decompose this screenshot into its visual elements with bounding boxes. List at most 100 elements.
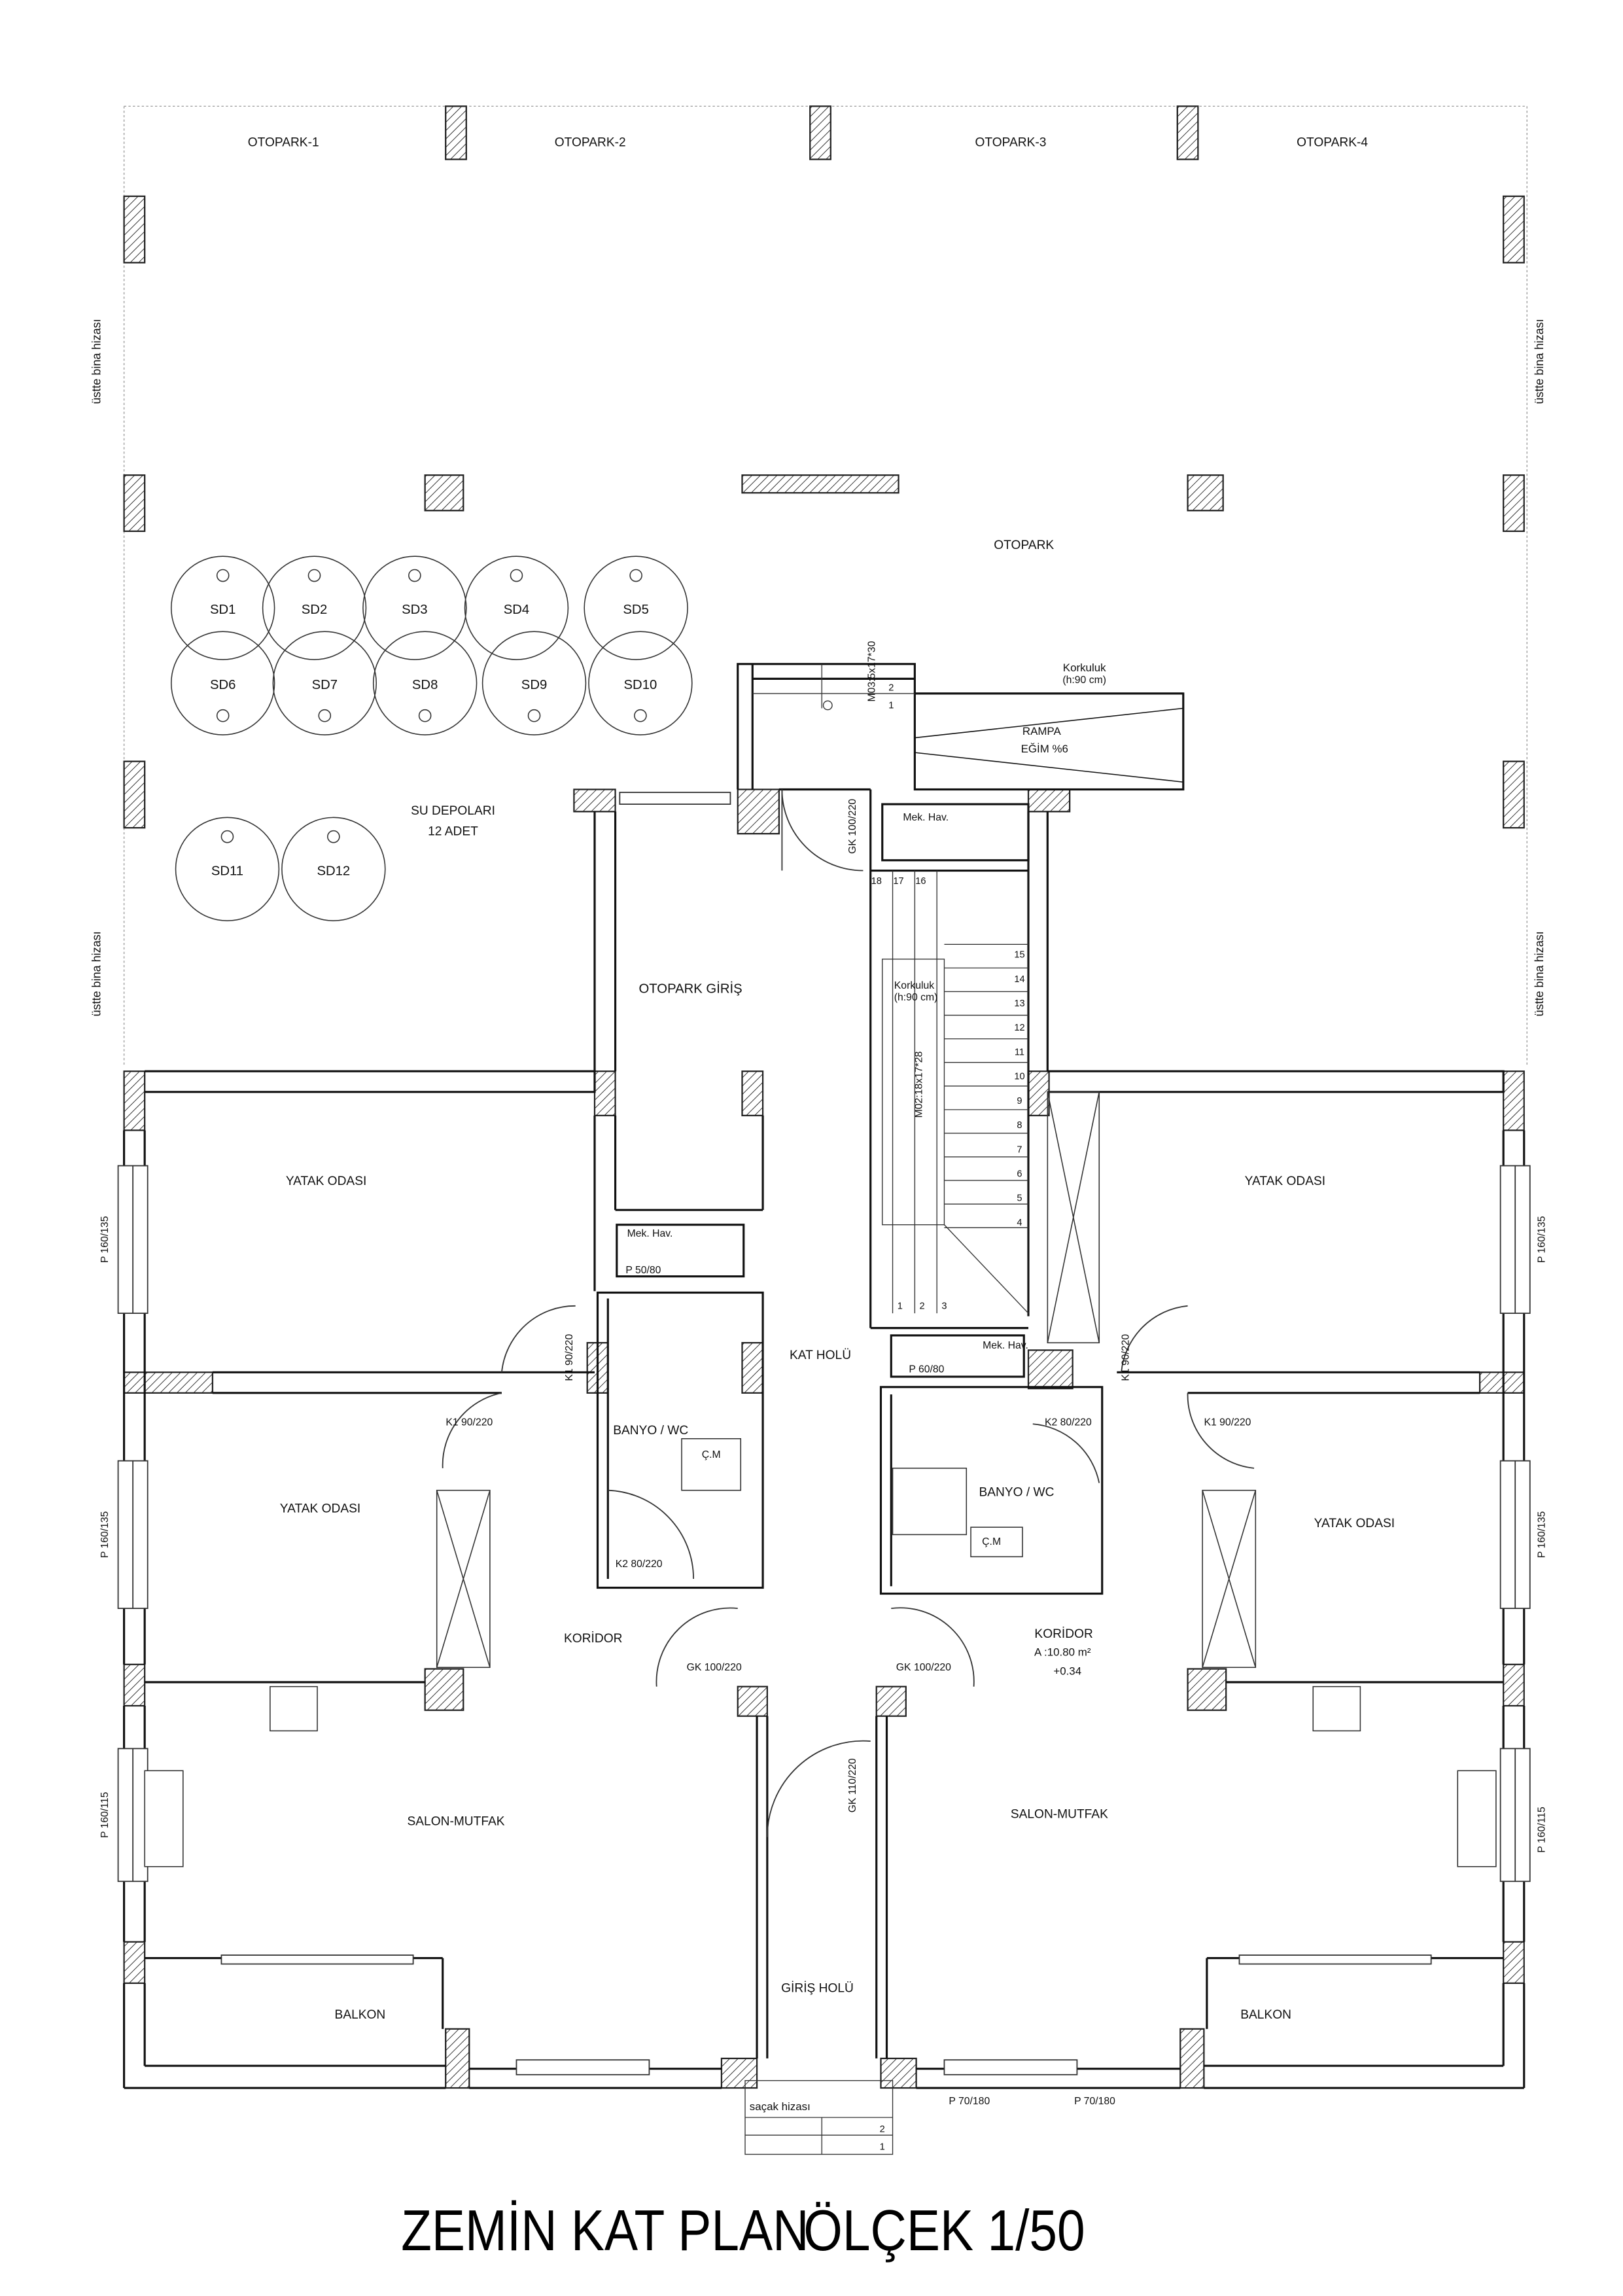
bathroom-label-right: BANYO / WC <box>979 1486 1054 1500</box>
stair-step-number: 2 <box>920 1301 925 1311</box>
stair-step-number: 10 <box>1014 1072 1024 1082</box>
water-tank-9 <box>481 631 587 735</box>
water-tank-label: SD9 <box>521 678 547 692</box>
stair-step-number: 14 <box>1014 974 1024 985</box>
window-p60: P 60/80 <box>909 1364 944 1375</box>
window-right-2: P 160/135 <box>1536 1511 1547 1558</box>
ramp-railing: Korkuluk <box>1063 662 1106 674</box>
window-p50: P 50/80 <box>625 1265 661 1276</box>
water-tank-5 <box>584 556 688 660</box>
water-tank-label: SD11 <box>211 864 243 878</box>
water-tank-valve <box>216 709 230 722</box>
stair-step-number: 8 <box>1017 1120 1022 1131</box>
bedroom-label-4: YATAK ODASI <box>1314 1517 1395 1530</box>
stair-treads <box>744 663 1029 2155</box>
stair-step-number: 17 <box>893 876 903 887</box>
water-tank-12 <box>281 817 386 921</box>
stair-step-number: 15 <box>1014 950 1024 961</box>
upper-line-left-bottom: üstte bina hizası <box>90 931 103 1016</box>
door-gk-right: GK 100/220 <box>896 1662 951 1673</box>
stair-step-number: 1 <box>880 2142 885 2153</box>
corridor-area: A :10.80 m² <box>1034 1646 1091 1658</box>
corridor-left: KORİDOR <box>564 1632 622 1646</box>
water-tanks <box>170 556 693 921</box>
stair-step-number: 4 <box>1017 1218 1022 1228</box>
bedroom-label-3: YATAK ODASI <box>1245 1174 1325 1188</box>
water-tank-label: SD3 <box>402 603 427 617</box>
parking-label-2: OTOPARK-2 <box>555 135 626 149</box>
balcony-left: BALKON <box>335 2008 386 2022</box>
door-gk-top: GK 100/220 <box>847 799 858 854</box>
eave-line-label: saçak hizası <box>750 2100 811 2113</box>
floor-hall-label: KAT HOLÜ <box>790 1349 851 1362</box>
stair-step-number: 12 <box>1014 1023 1024 1033</box>
walls <box>123 663 1526 2089</box>
window-p70-2: P 70/180 <box>1074 2096 1115 2107</box>
door-gk-entrance: GK 110/220 <box>847 1758 858 1812</box>
water-tank-label: SD2 <box>302 603 327 617</box>
water-tanks-count: 12 ADET <box>428 824 478 838</box>
water-tank-valve <box>629 569 642 582</box>
door-k2-left: K2 80/220 <box>616 1559 663 1570</box>
water-tank-1 <box>170 556 275 660</box>
water-tank-valve <box>634 709 647 722</box>
stair-railing: Korkuluk <box>894 980 934 991</box>
stair-step-number: 1 <box>888 700 894 711</box>
window-left-2: P 160/135 <box>99 1511 111 1558</box>
water-tank-8 <box>372 631 478 735</box>
water-tank-label: SD4 <box>504 603 529 617</box>
water-tank-2 <box>262 556 367 660</box>
parking-label-3: OTOPARK-3 <box>975 135 1046 149</box>
water-tank-10 <box>588 631 693 735</box>
water-tank-valve <box>527 709 541 722</box>
water-tank-valve <box>510 569 523 582</box>
water-tank-label: SD5 <box>623 603 648 617</box>
door-k1-right-vert: K1 90/220 <box>1120 1334 1131 1381</box>
window-left-3: P 160/115 <box>99 1792 111 1838</box>
water-tank-label: SD1 <box>210 603 236 617</box>
bedroom-label-1: YATAK ODASI <box>286 1174 366 1188</box>
mech-shaft-right: Mek. Hav. <box>983 1340 1028 1351</box>
upper-line-right-top: üstte bina hizası <box>1533 319 1546 404</box>
window-right-1: P 160/135 <box>1536 1216 1547 1263</box>
window-p70-1: P 70/180 <box>949 2096 990 2107</box>
parking-entrance-label: OTOPARK GİRİŞ <box>639 981 742 997</box>
water-tank-7 <box>272 631 377 735</box>
upper-line-left-top: üstte bina hizası <box>90 319 103 404</box>
columns <box>123 105 1525 2089</box>
door-k1-right-horiz: K1 90/220 <box>1204 1417 1251 1428</box>
water-tank-label: SD10 <box>624 678 657 692</box>
ramp-slope: EĞİM %6 <box>1021 743 1068 755</box>
water-tank-valve <box>318 709 332 722</box>
parking-label-4: OTOPARK-4 <box>1297 135 1368 149</box>
shaft-x-boxes <box>436 1091 1257 1669</box>
ramp-railing-height: (h:90 cm) <box>1062 675 1106 686</box>
water-tank-3 <box>362 556 467 660</box>
living-kitchen-right: SALON-MUTFAK <box>1011 1807 1108 1821</box>
stair-step-number: 11 <box>1015 1047 1024 1057</box>
stair-step-number: 2 <box>880 2125 885 2135</box>
parking-main-label: OTOPARK <box>994 539 1054 552</box>
labels: OTOPARK-1 OTOPARK-2 OTOPARK-3 OTOPARK-4 … <box>90 135 1548 2113</box>
stair-step-number: 6 <box>1017 1169 1022 1179</box>
water-tank-4 <box>464 556 569 660</box>
water-tank-label: SD6 <box>210 678 236 692</box>
corridor-level: +0.34 <box>1053 1665 1081 1678</box>
door-gk-left: GK 100/220 <box>687 1662 742 1673</box>
stair-step-number: 5 <box>1017 1193 1022 1204</box>
kitchen-fixtures <box>144 1686 1497 1867</box>
bathroom-label-left: BANYO / WC <box>613 1424 688 1438</box>
stair-step-number: 16 <box>915 876 926 887</box>
water-tank-6 <box>170 631 275 735</box>
water-tank-valve <box>408 569 421 582</box>
mech-shaft-top: Mek. Hav. <box>903 812 949 823</box>
mech-shaft-left: Mek. Hav. <box>627 1228 673 1239</box>
balcony-right: BALKON <box>1240 2008 1291 2022</box>
stair-step-number: 9 <box>1017 1096 1022 1106</box>
water-tank-11 <box>175 817 280 921</box>
site-boundary <box>123 105 1527 1066</box>
stair-step-number: 7 <box>1017 1144 1022 1155</box>
